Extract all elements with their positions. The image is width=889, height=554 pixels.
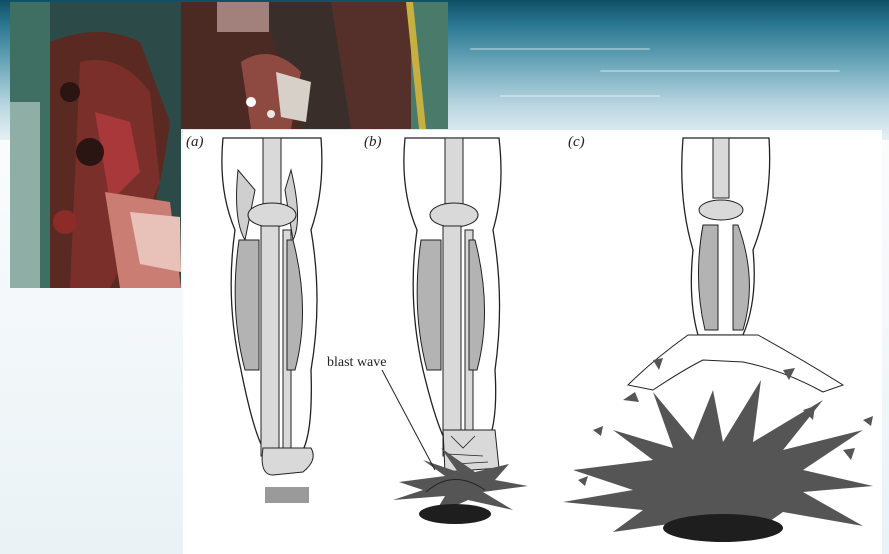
background-streak [470, 48, 650, 50]
blast-injury-figure: (a) (b) (c) [183, 130, 882, 554]
background-streak [600, 70, 840, 72]
leg-anatomy-illustration [222, 138, 322, 503]
injury-photo-art [10, 2, 181, 288]
leg-anatomy-illustration [382, 138, 528, 524]
blast-wave-label: blast wave [327, 355, 386, 370]
injury-photo-top-art [181, 2, 448, 129]
blast-debris-illustration [563, 138, 873, 542]
figure-drawing: blast wave [183, 130, 882, 554]
background-streak [500, 95, 660, 97]
injury-photo-top [181, 2, 448, 129]
injury-photo [10, 2, 181, 288]
